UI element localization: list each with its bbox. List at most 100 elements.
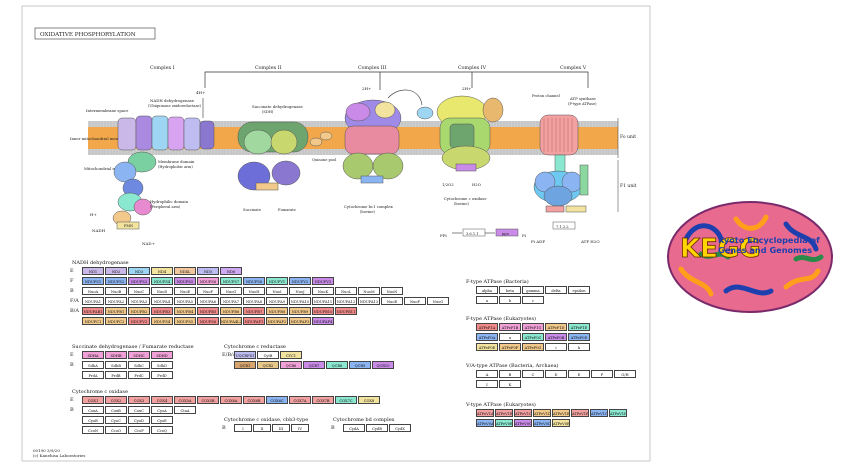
- gene-box[interactable]: CcoN: [82, 426, 104, 434]
- gene-box[interactable]: NuoK: [312, 287, 334, 295]
- gene-box[interactable]: CyoC: [105, 416, 127, 424]
- gene-box[interactable]: COX8: [358, 396, 380, 404]
- gene-box[interactable]: NDUFS7: [220, 277, 242, 285]
- gene-box[interactable]: CoxB: [105, 406, 127, 414]
- gene-box[interactable]: QCR6: [280, 361, 302, 369]
- gene-box[interactable]: NDUFV2: [289, 277, 311, 285]
- gene-box[interactable]: NDUFA3: [128, 297, 150, 305]
- gene-box[interactable]: NDUFA12: [335, 297, 357, 305]
- gene-box[interactable]: FrdB: [105, 371, 127, 379]
- gene-box[interactable]: CtaA: [174, 406, 196, 414]
- gene-box[interactable]: ND6: [220, 267, 242, 275]
- gene-box[interactable]: QCR8: [326, 361, 348, 369]
- gene-box[interactable]: NDUFA7: [220, 297, 242, 305]
- gene-box[interactable]: alpha: [476, 286, 498, 294]
- gene-box[interactable]: ATPeV0E: [552, 419, 570, 427]
- gene-box[interactable]: ATPeF1A: [476, 323, 498, 331]
- gene-box[interactable]: ATPeV0A: [476, 419, 494, 427]
- gene-box[interactable]: ATPeV1B: [495, 409, 513, 417]
- gene-box[interactable]: ND2: [105, 267, 127, 275]
- gene-box[interactable]: FrdA: [82, 371, 104, 379]
- gene-box[interactable]: D: [545, 370, 567, 378]
- gene-box[interactable]: NDUFS6: [197, 317, 219, 325]
- gene-box[interactable]: CydX: [389, 424, 411, 432]
- gene-box[interactable]: b: [499, 296, 521, 304]
- gene-box[interactable]: NuoF: [197, 287, 219, 295]
- gene-box[interactable]: ATPeF0E: [476, 343, 498, 351]
- gene-box[interactable]: I: [234, 424, 252, 432]
- gene-box[interactable]: NDUFB8: [266, 307, 288, 315]
- gene-box[interactable]: QCR2: [257, 361, 279, 369]
- gene-box[interactable]: COX6A: [220, 396, 242, 404]
- gene-box[interactable]: CydA: [343, 424, 365, 432]
- complex-iv[interactable]: Cytochrome c oxidase (bovine) 2H+ H2O 1/…: [436, 86, 504, 206]
- gene-box[interactable]: NDUFB6: [220, 307, 242, 315]
- gene-box[interactable]: ATPeV1D: [533, 409, 551, 417]
- gene-box[interactable]: QCR1: [234, 361, 256, 369]
- gene-box[interactable]: NuoM: [358, 287, 380, 295]
- gene-box[interactable]: NDUFA1: [82, 297, 104, 305]
- gene-box[interactable]: ND3: [128, 267, 150, 275]
- gene-box[interactable]: NDUFA4L2: [220, 317, 242, 325]
- gene-box[interactable]: NuoA: [82, 287, 104, 295]
- gene-box[interactable]: NuoJ: [289, 287, 311, 295]
- gene-box[interactable]: ATPeV1F: [571, 409, 589, 417]
- gene-box[interactable]: NuoG: [427, 297, 449, 305]
- gene-box[interactable]: NDUFB11: [335, 307, 357, 315]
- gene-box[interactable]: NDUFB9: [289, 307, 311, 315]
- gene-box[interactable]: B: [499, 370, 521, 378]
- gene-box[interactable]: NDUFAF3: [289, 317, 311, 325]
- gene-box[interactable]: CcoO: [105, 426, 127, 434]
- gene-box[interactable]: COX6C: [266, 396, 288, 404]
- gene-box[interactable]: NDUFS4: [151, 277, 173, 285]
- gene-box[interactable]: NuoH: [243, 287, 265, 295]
- gene-box[interactable]: CyoE: [151, 416, 173, 424]
- gene-box[interactable]: I: [476, 380, 498, 388]
- gene-box[interactable]: NDUFS1: [82, 277, 104, 285]
- gene-box[interactable]: COX7B: [312, 396, 334, 404]
- gene-box[interactable]: COX6B: [243, 396, 265, 404]
- gene-box[interactable]: NuoL: [335, 287, 357, 295]
- gene-box[interactable]: UQCRFS1: [234, 351, 256, 359]
- gene-box[interactable]: CoxC: [128, 406, 150, 414]
- gene-box[interactable]: COX5B: [197, 396, 219, 404]
- gene-box[interactable]: NuoD: [151, 287, 173, 295]
- complex-i[interactable]: NADH dehydrogenase (Ubiquinone oxidoredu…: [90, 90, 215, 246]
- gene-box[interactable]: CydB: [366, 424, 388, 432]
- gene-box[interactable]: NDUFB7: [243, 307, 265, 315]
- gene-box[interactable]: NDUFB2: [128, 307, 150, 315]
- gene-box[interactable]: NDUFS3: [128, 277, 150, 285]
- gene-box[interactable]: NuoN: [381, 287, 403, 295]
- gene-box[interactable]: K: [499, 380, 521, 388]
- gene-box[interactable]: NDUFB5: [197, 307, 219, 315]
- gene-box[interactable]: NDUFAB1: [82, 307, 104, 315]
- gene-box[interactable]: SdhD: [151, 361, 173, 369]
- gene-box[interactable]: COX1: [82, 396, 104, 404]
- gene-box[interactable]: i: [545, 343, 567, 351]
- gene-box[interactable]: NuoG: [220, 287, 242, 295]
- gene-box[interactable]: ATPeF1B: [499, 323, 521, 331]
- gene-box[interactable]: SDHC: [128, 351, 150, 359]
- complex-v[interactable]: ATP synthase (F-type ATPase) Proton chan…: [531, 94, 600, 244]
- gene-box[interactable]: NDUFAF4: [312, 317, 334, 325]
- gene-box[interactable]: COX2: [105, 396, 127, 404]
- gene-box[interactable]: NuoE: [174, 287, 196, 295]
- gene-box[interactable]: SDHA: [82, 351, 104, 359]
- gene-box[interactable]: CYC1: [280, 351, 302, 359]
- gene-box[interactable]: beta: [499, 286, 521, 294]
- gene-box[interactable]: F: [591, 370, 613, 378]
- gene-box[interactable]: k: [568, 343, 590, 351]
- gene-box[interactable]: ATPeV1H: [609, 409, 627, 417]
- gene-box[interactable]: ATPeF0A: [476, 333, 498, 341]
- gene-box[interactable]: NDUFC1: [82, 317, 104, 325]
- gene-box[interactable]: ATPeF1G: [522, 323, 544, 331]
- gene-box[interactable]: ATPeV1E: [552, 409, 570, 417]
- gene-box[interactable]: ATPeV0B: [495, 419, 513, 427]
- gene-box[interactable]: NDUFA4: [151, 297, 173, 305]
- gene-box[interactable]: ATPeV1C: [514, 409, 532, 417]
- gene-box[interactable]: NDUFV3: [312, 277, 334, 285]
- gene-box[interactable]: COX4: [151, 396, 173, 404]
- gene-box[interactable]: ATPeF1D: [545, 323, 567, 331]
- gene-box[interactable]: ATPeF0C: [522, 333, 544, 341]
- gene-box[interactable]: CytB: [257, 351, 279, 359]
